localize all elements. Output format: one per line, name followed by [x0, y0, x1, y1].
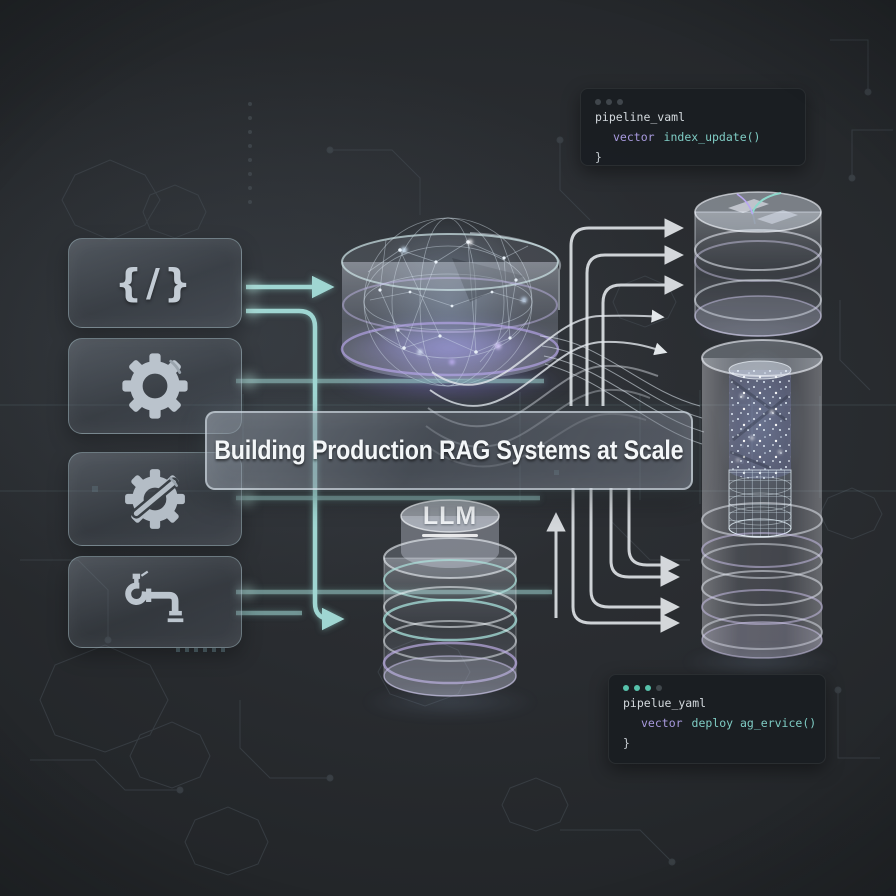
llm-label: LLM	[410, 502, 490, 537]
card-code-sources: {/}	[68, 238, 242, 328]
window-dots	[595, 99, 791, 105]
teal-glow-dots	[239, 280, 259, 598]
code-closing-brace: }	[623, 736, 630, 751]
llm-underline	[422, 534, 478, 537]
code-filename: pipeline_vaml	[595, 110, 686, 124]
code-statement: vector deploy ag_ervice()	[623, 713, 816, 733]
llm-text: LLM	[422, 502, 478, 530]
white-flow-lines-up	[569, 218, 684, 406]
vector-sphere-unit	[338, 217, 562, 387]
pipeline-pipe-icon	[125, 570, 184, 623]
code-snippet-bottom: pipelue_yaml vector deploy ag_ervice() }	[608, 674, 826, 764]
gear-slash-icon	[125, 469, 185, 529]
window-dot	[617, 99, 623, 105]
gear-icon	[122, 353, 188, 419]
window-dot	[606, 99, 612, 105]
code-keyword: vector	[641, 716, 683, 731]
window-dot	[656, 685, 662, 691]
code-filename: pipelue_yaml	[623, 696, 707, 710]
code-snippet-top: pipeline_vaml vector index_update() }	[580, 88, 806, 166]
llm-database	[382, 499, 518, 697]
code-closing-brace: }	[595, 150, 602, 165]
window-dots	[623, 685, 811, 691]
sprout-leaf-icon	[728, 192, 798, 225]
code-call: deploy ag_ervice()	[691, 716, 817, 731]
title-banner: Building Production RAG Systems at Scale	[205, 411, 693, 490]
window-dot	[623, 685, 629, 691]
code-keyword: vector	[613, 130, 655, 145]
window-dot	[634, 685, 640, 691]
white-flow-lines-down	[546, 488, 680, 633]
code-braces-icon: {/}	[115, 261, 195, 305]
code-statement: vector index_update()	[595, 127, 791, 147]
window-dot	[595, 99, 601, 105]
document-database	[694, 191, 822, 337]
code-call: index_update()	[663, 130, 761, 145]
card-data-pipeline	[68, 556, 242, 648]
window-dot	[645, 685, 651, 691]
page-title: Building Production RAG Systems at Scale	[214, 435, 684, 465]
vector-index-tower	[701, 339, 823, 659]
